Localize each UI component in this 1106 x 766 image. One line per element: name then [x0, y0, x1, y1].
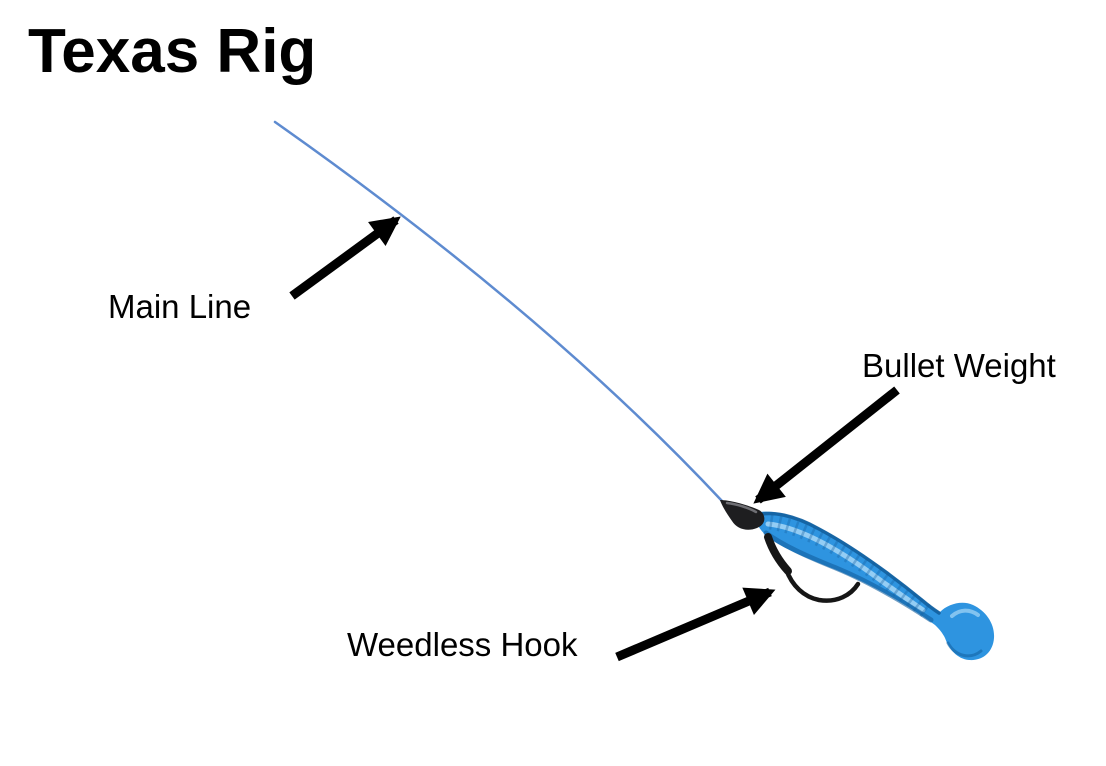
page-title: Texas Rig	[28, 17, 317, 86]
bullet-weight-label: Bullet Weight	[862, 347, 1056, 384]
tail-rim-shade	[946, 641, 983, 658]
bullet-weight-sheen	[725, 501, 758, 514]
main-line-arrow	[289, 216, 401, 300]
lure-dorsal-edge	[755, 511, 941, 615]
hook-bend	[783, 566, 861, 603]
tail-highlight	[950, 608, 980, 618]
weedless-hook-label: Weedless Hook	[347, 626, 578, 663]
lure-belly-shade	[763, 530, 934, 623]
fishing-line	[273, 120, 724, 503]
lure-highlight	[765, 521, 926, 613]
main-line-label: Main Line	[108, 288, 252, 325]
bullet-weight-arrow	[753, 386, 900, 504]
soft-plastic-lure	[754, 511, 995, 661]
weedless-hook	[764, 533, 861, 603]
bullet-weight-cone	[720, 500, 765, 530]
lure-ribs	[768, 514, 935, 620]
bullet-weight	[720, 500, 765, 530]
weedless-hook-arrow	[615, 587, 776, 662]
